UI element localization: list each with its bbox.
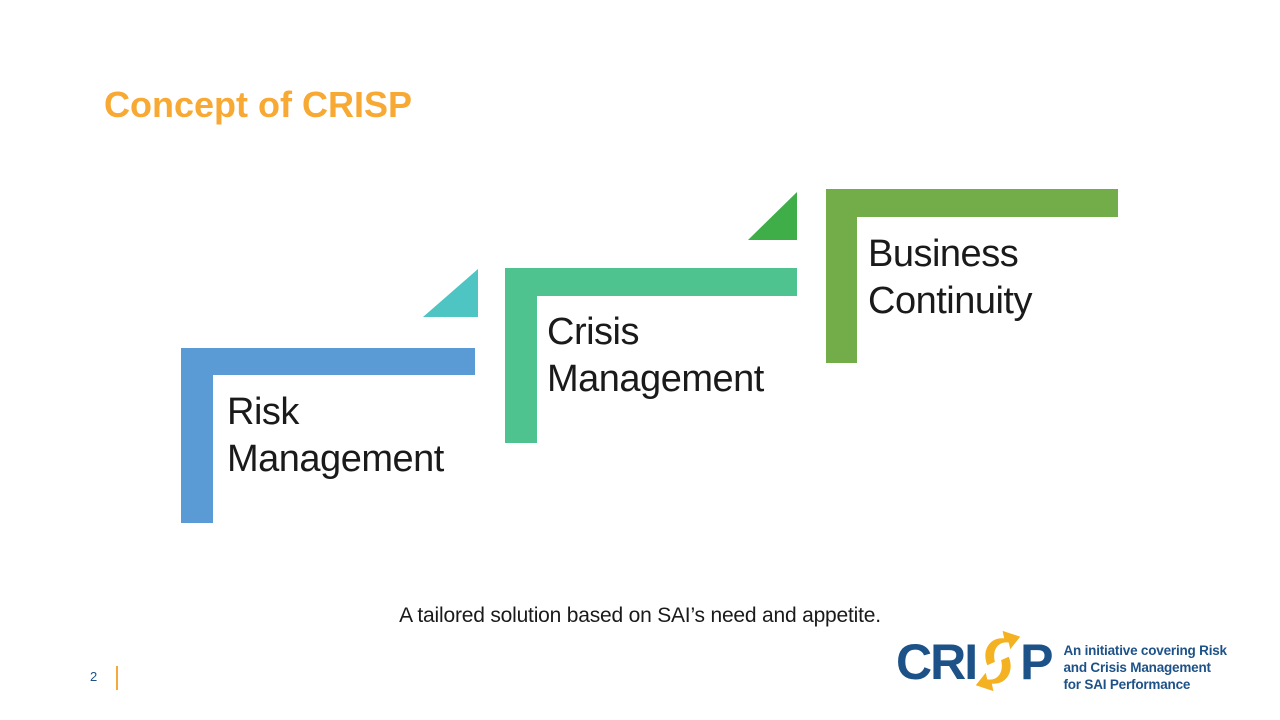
tagline-line: and Crisis Management: [1063, 660, 1211, 675]
tagline-line: for SAI Performance: [1063, 677, 1191, 692]
risk-step-label: Risk Management: [227, 391, 444, 481]
logo-text-cri: CRI: [896, 634, 978, 690]
bolt-lower-stroke: [975, 656, 1011, 692]
page-title: Concept of CRISP: [104, 84, 413, 125]
tagline-line: An initiative covering Risk: [1063, 643, 1227, 658]
continuity-step-horizontal-bar: [826, 189, 1118, 217]
triangle-shape: [423, 269, 478, 317]
footer-divider-line: [116, 666, 118, 690]
crisis-step-horizontal-bar: [505, 268, 797, 296]
risk-step-horizontal-bar: [181, 348, 475, 375]
crisis-step-vertical-bar: [505, 268, 537, 443]
continuity-step-vertical-bar: [826, 189, 857, 363]
crisp-logo: CRI P An initiative covering Risk and Cr…: [896, 630, 1227, 694]
page-number: 2: [90, 669, 98, 684]
crisis-step-label: Crisis Management: [547, 311, 764, 401]
logo-tagline: An initiative covering Risk and Crisis M…: [1063, 642, 1227, 693]
lightning-bolt-icon: [975, 630, 1021, 692]
continuity-step-label: Business Continuity: [868, 233, 1032, 323]
crisp-logo-wordmark: CRI P: [896, 630, 1053, 694]
bolt-upper-stroke: [985, 630, 1021, 666]
slide-caption: A tailored solution based on SAI’s need …: [399, 604, 881, 627]
risk-step-vertical-bar: [181, 348, 213, 523]
step-up-triangle-icon: [423, 269, 478, 317]
logo-text-p: P: [1020, 634, 1053, 690]
triangle-shape: [748, 192, 797, 240]
step-up-triangle-icon: [748, 192, 797, 240]
